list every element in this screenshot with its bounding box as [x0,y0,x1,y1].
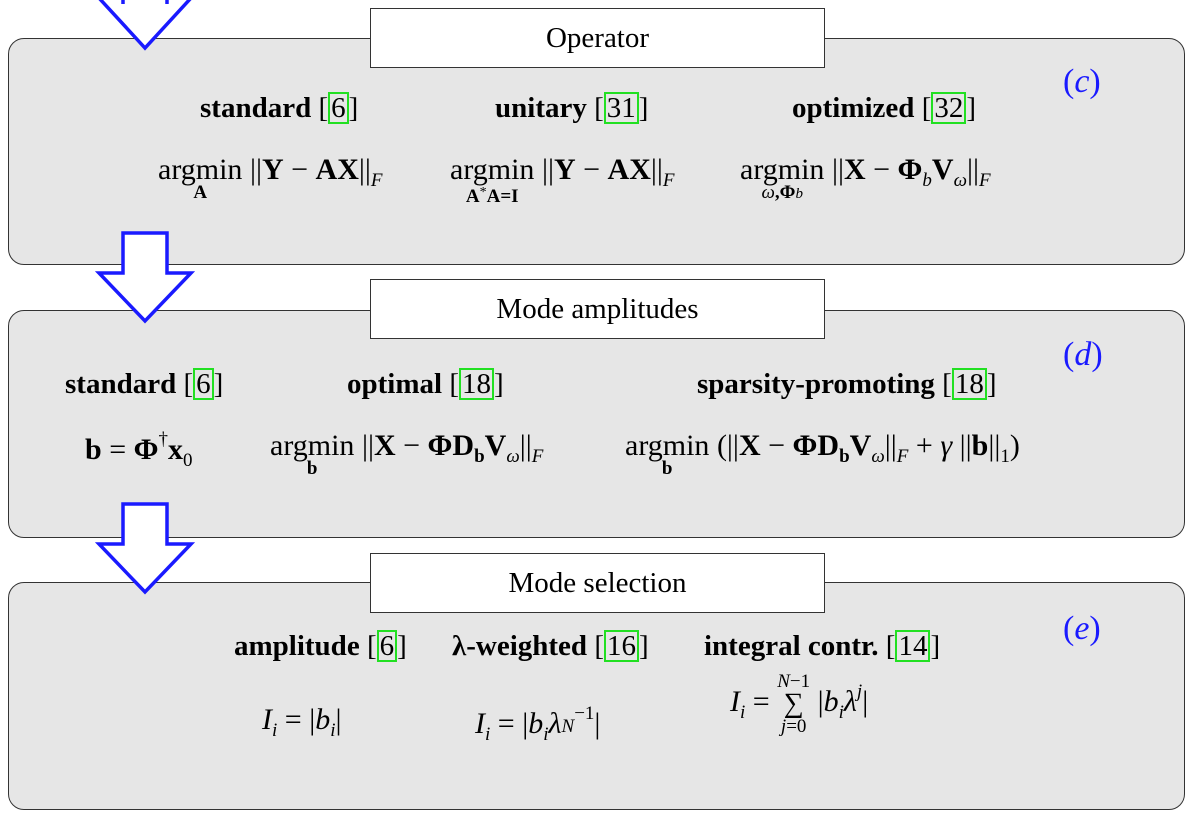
mode-amplitudes-panel [8,310,1185,538]
flow-arrow-c-to-d [94,231,196,324]
panel-tag-d: (d) [1063,336,1103,373]
method-lambda-weighted: λ-weighted [16] [452,630,649,662]
citation-14[interactable]: 14 [895,630,931,662]
method-standard-amplitudes: standard [6] [65,368,224,400]
citation-31[interactable]: 31 [603,92,639,124]
formula-selection-integral: Ii = N−1∑j=0 |biλj| [730,671,869,737]
mode-selection-title: Mode selection [370,553,825,613]
formula-selection-amplitude: Ii = |bi| [262,703,342,741]
method-optimal: optimal [18] [347,368,504,400]
citation-6[interactable]: 6 [193,368,214,400]
method-unitary: unitary [31] [495,92,649,124]
method-integral-contr: integral contr. [14] [704,630,941,662]
mode-selection-panel [8,582,1185,810]
citation-16[interactable]: 16 [603,630,639,662]
operator-panel [8,38,1185,265]
citation-6[interactable]: 6 [376,630,398,662]
citation-18[interactable]: 18 [458,368,494,400]
operator-title: Operator [370,8,825,68]
citation-6[interactable]: 6 [328,92,349,124]
method-optimized: optimized [32] [792,92,977,124]
flow-arrow-d-to-e [94,502,196,595]
method-standard-operator: standard [6] [200,92,359,124]
method-sparsity-promoting: sparsity-promoting [18] [697,368,997,400]
citation-32[interactable]: 32 [931,92,967,124]
panel-tag-e: (e) [1063,610,1101,647]
flow-arrow-top [98,0,192,51]
panel-tag-c: (c) [1063,63,1101,100]
mode-amplitudes-title: Mode amplitudes [370,279,825,339]
citation-18[interactable]: 18 [951,368,987,400]
method-amplitude: amplitude [6] [234,630,407,662]
formula-amplitudes-standard: b = Φ†x0 [85,429,193,471]
